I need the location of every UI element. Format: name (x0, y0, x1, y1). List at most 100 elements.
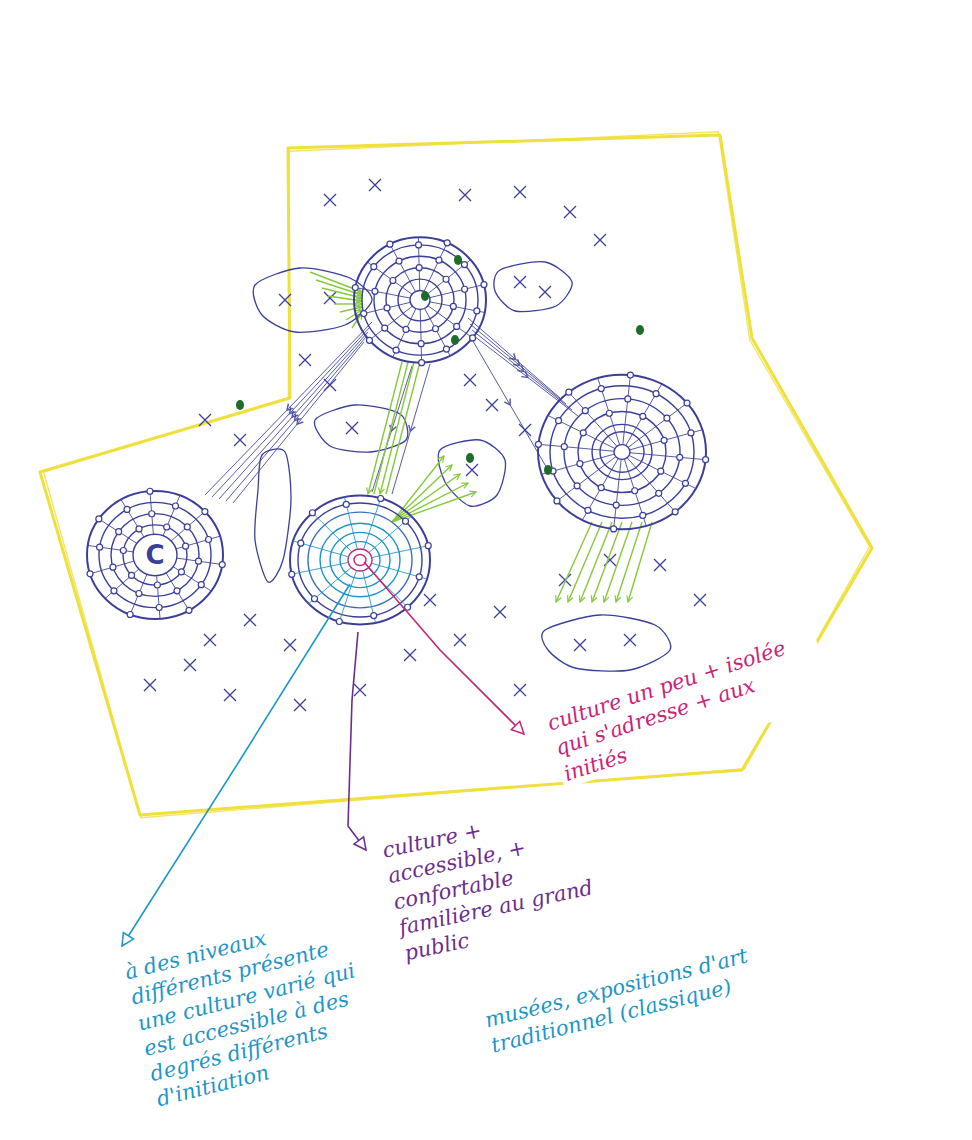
ring (87, 491, 223, 619)
ring-dot (156, 604, 162, 610)
green-dot (544, 465, 552, 475)
ring (320, 523, 400, 597)
ring-dot (96, 516, 102, 522)
leader-line (364, 562, 524, 734)
cluster (87, 488, 225, 619)
x-mark (514, 276, 526, 288)
x-mark (654, 559, 666, 571)
green-stroke (616, 522, 642, 602)
x-mark (514, 684, 526, 696)
x-mark (594, 234, 606, 246)
handwritten-note: culture + accessible, + confortable fami… (376, 791, 624, 968)
green-dot (466, 453, 474, 463)
outline-stroke (40, 135, 872, 815)
ring (308, 512, 412, 608)
x-mark (369, 179, 381, 191)
spoke (425, 308, 451, 355)
ring-dot (443, 346, 449, 352)
spoke (627, 458, 675, 512)
ring-dot (703, 457, 709, 463)
green-dot (236, 400, 244, 410)
ring-dot (172, 503, 178, 509)
ring-dot (556, 418, 562, 424)
spoke (598, 378, 620, 445)
spoke (371, 563, 426, 579)
ring-dot (535, 441, 541, 447)
x-mark (224, 689, 236, 701)
leader-head (354, 837, 366, 850)
ring (362, 245, 478, 355)
ring-dot (444, 240, 450, 246)
ring-dot (298, 540, 304, 546)
x-mark (324, 292, 336, 304)
ring-dot (390, 277, 396, 283)
ring (538, 375, 706, 530)
spoke (105, 569, 139, 598)
ring-dot (371, 613, 377, 619)
outline-stroke (44, 132, 870, 818)
spoke (629, 455, 696, 488)
ring-dot (653, 391, 659, 397)
spoke (99, 519, 137, 543)
ring-dot (470, 335, 476, 341)
flow-line (233, 342, 364, 503)
x-marks (144, 179, 706, 711)
cluster (535, 372, 708, 532)
x-mark (454, 634, 466, 646)
spoke (293, 541, 348, 557)
flow-line (470, 336, 548, 470)
ring-dot (116, 529, 122, 535)
green-stroke (556, 522, 592, 602)
ring-dot (416, 574, 422, 580)
flow-line (474, 336, 578, 416)
spoke (372, 546, 429, 558)
ring-dot (664, 415, 670, 421)
x-mark (244, 614, 256, 626)
ring-dot (613, 502, 619, 508)
ring-dot (577, 461, 583, 467)
x-mark (514, 186, 526, 198)
green-stroke (392, 483, 468, 522)
spoke (309, 568, 352, 604)
x-mark (574, 639, 586, 651)
ring-dot (309, 510, 315, 516)
ring-dot (461, 262, 467, 268)
blob (314, 405, 407, 452)
leader-line (348, 632, 366, 850)
green-dot (421, 291, 429, 301)
ring-dot (111, 588, 117, 594)
spoke (393, 309, 416, 357)
flow-line (472, 330, 572, 410)
x-mark (464, 374, 476, 386)
x-mark (539, 286, 551, 298)
green-dot (451, 335, 459, 345)
ring (330, 532, 390, 587)
ring (592, 424, 652, 479)
ring-dot (416, 242, 422, 248)
spoke (623, 375, 631, 445)
ring-dot (658, 468, 664, 474)
ring (410, 291, 430, 310)
ring-dot (598, 386, 604, 392)
ring-dot (206, 537, 212, 543)
ring-dot (393, 347, 399, 353)
ring-dot (672, 509, 678, 515)
ring-dot (582, 408, 588, 414)
flow-line (226, 337, 366, 501)
spoke (390, 244, 416, 291)
ring-dot (289, 571, 295, 577)
ring (578, 412, 666, 493)
x-mark (494, 606, 506, 618)
green-stroke (386, 362, 420, 494)
spoke (166, 573, 189, 610)
spoke (614, 459, 622, 529)
green-dot (636, 325, 644, 335)
spoke (367, 262, 412, 294)
ring (614, 445, 630, 460)
ring-dot (178, 569, 184, 575)
x-mark (144, 679, 156, 691)
cluster (352, 237, 487, 365)
ring-dot (129, 572, 135, 578)
ring-dot (418, 341, 424, 347)
